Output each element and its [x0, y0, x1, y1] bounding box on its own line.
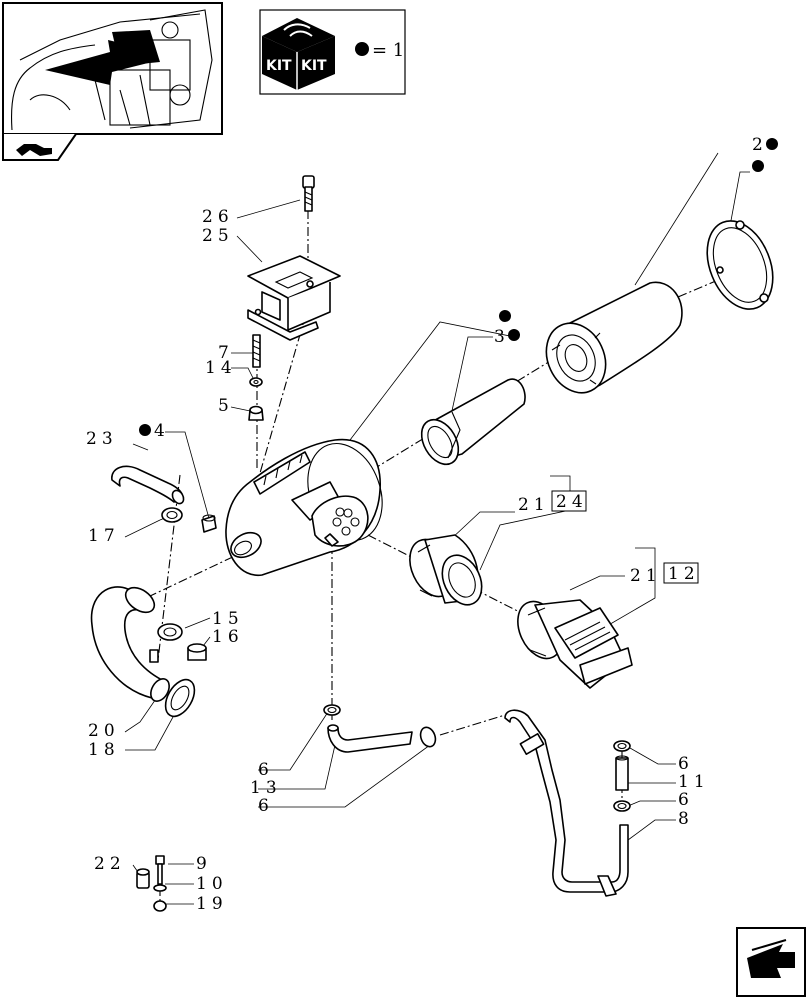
- callout-14: 14: [205, 358, 237, 378]
- callout-10: 10: [196, 874, 228, 894]
- callout-8: 8: [678, 809, 694, 829]
- grommet-part: [248, 405, 264, 421]
- hardware-group: [136, 855, 167, 912]
- page-mark-icon: [16, 144, 52, 156]
- pre-cleaner-hood-part: [517, 599, 633, 689]
- bolt-part: [302, 175, 315, 212]
- stud-part: [252, 334, 261, 368]
- filter-clamp-ring-part: [706, 220, 774, 310]
- callout-6-b: 6: [258, 796, 274, 816]
- elbow-hose-part: [90, 586, 170, 702]
- callout-15: 15: [212, 609, 244, 629]
- callout-6-c: 6: [678, 754, 694, 774]
- ring-clamp-part: [164, 678, 196, 718]
- kit-marker-4: [139, 424, 151, 436]
- kit-marker-3: [508, 329, 520, 341]
- hose-segment-part: [615, 755, 629, 791]
- intake-adapter-part: [409, 534, 483, 606]
- kit-label-left: KIT: [266, 58, 292, 74]
- callout-6-a: 6: [258, 760, 274, 780]
- callout-25: 25: [202, 226, 234, 246]
- kit-legend: KIT KIT = 1: [259, 9, 406, 95]
- kit-marker-2: [766, 138, 778, 150]
- tractor-engine-locator-icon: [11, 9, 213, 131]
- locator-thumbnail: [2, 2, 223, 161]
- callout-3: 3: [494, 327, 510, 347]
- callout-21-a: 21: [518, 495, 550, 515]
- callout-20: 20: [88, 721, 120, 741]
- callout-9: 9: [196, 854, 212, 874]
- kit-equals-text: = 1: [372, 40, 404, 61]
- kit-marker-3a: [499, 310, 511, 322]
- callout-4: 4: [154, 421, 170, 441]
- small-clamp-part: [323, 704, 631, 812]
- callout-21-b: 21: [630, 566, 662, 586]
- callout-5: 5: [218, 396, 234, 416]
- kit-dot-icon: [355, 42, 369, 56]
- callout-21-b-box: 12: [668, 564, 700, 584]
- callout-18: 18: [88, 740, 120, 760]
- kit-box-icon: KIT KIT: [262, 18, 335, 90]
- dust-ejector-hose-part: [327, 724, 413, 753]
- cap-part: [187, 643, 207, 661]
- safety-element-part: [420, 378, 526, 466]
- leader-lines: [124, 152, 750, 905]
- tube-assembly-part: [504, 709, 629, 897]
- callout-17: 17: [88, 526, 120, 546]
- callout-16: 16: [212, 627, 244, 647]
- callout-11: 11: [678, 772, 710, 792]
- kit-marker-2b: [752, 160, 764, 172]
- next-page-arrow-icon[interactable]: [736, 927, 806, 997]
- fitting-part: [201, 514, 217, 533]
- main-filter-element-part: [545, 281, 683, 394]
- callout-26: 26: [202, 207, 234, 227]
- callout-labels: 26 25 7 14 5 4 23 17 15 16 20 18 3 2 21 …: [86, 135, 778, 914]
- callout-19: 19: [196, 894, 228, 914]
- callout-21-a-box: 24: [556, 492, 588, 512]
- hose-clamp-part: [161, 507, 183, 523]
- intake-hose-part: [111, 465, 185, 505]
- callout-2: 2: [752, 135, 768, 155]
- callout-6-d: 6: [678, 790, 694, 810]
- air-cleaner-housing: [225, 438, 383, 576]
- callout-13: 13: [250, 778, 282, 798]
- mounting-bracket-part: [247, 255, 341, 341]
- washer-part: [249, 377, 263, 387]
- callout-7: 7: [218, 343, 234, 363]
- kit-label-right: KIT: [301, 58, 327, 74]
- callout-22: 22: [94, 854, 126, 874]
- clamp-part: [157, 623, 183, 641]
- callout-23: 23: [86, 429, 118, 449]
